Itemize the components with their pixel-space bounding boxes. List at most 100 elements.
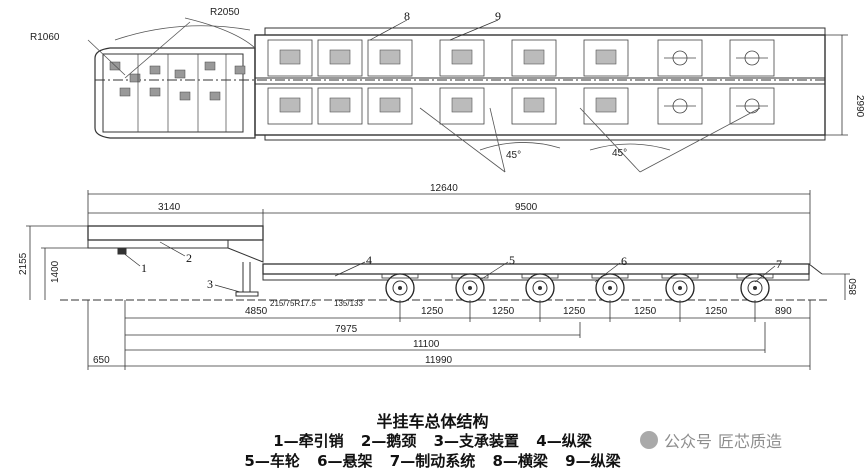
gooseneck-panels <box>109 54 246 132</box>
callout-7: 7 <box>776 257 782 271</box>
figure-title: 半挂车总体结构 <box>376 412 489 431</box>
leader-lines <box>121 19 776 293</box>
gooseneck-panel <box>119 87 131 97</box>
gooseneck-panel <box>209 91 221 101</box>
top-view <box>94 27 826 141</box>
side-dimensions <box>26 190 850 370</box>
wheel-center <box>753 286 757 290</box>
wheel-center <box>678 286 682 290</box>
gooseneck-panel <box>149 87 161 97</box>
legend-item: 4—纵梁 <box>536 432 592 450</box>
height-total-label: 2155 <box>18 252 29 275</box>
callout-2: 2 <box>186 251 192 265</box>
legend-item: 7—制动系统 <box>389 452 476 470</box>
angle-label-2: 45° <box>612 148 627 159</box>
callout-1: 1 <box>141 261 147 275</box>
legend-item: 1—牵引销 <box>273 432 344 450</box>
panel-hatch <box>379 49 401 65</box>
side-view <box>60 225 830 301</box>
width-dimension <box>825 34 848 136</box>
deck-panel <box>657 87 703 125</box>
gooseneck-panel <box>149 65 161 75</box>
gooseneck-panel <box>129 73 141 83</box>
panel-hatch <box>595 97 617 113</box>
legend-item: 2—鹅颈 <box>360 432 417 450</box>
dim-11100-label: 11100 <box>413 339 440 350</box>
deck-panel <box>511 39 557 77</box>
gooseneck-panel <box>174 69 186 79</box>
dim-11990-label: 11990 <box>425 355 453 366</box>
deck-panel <box>267 87 313 125</box>
dim-1250-label-3: 1250 <box>563 306 586 317</box>
gooseneck-panel <box>234 65 246 75</box>
wheel-center <box>398 286 402 290</box>
legend-item: 3—支承装置 <box>433 432 520 450</box>
radius-label-1: R1060 <box>30 32 60 43</box>
watermark-prefix: 公众号 <box>664 432 713 451</box>
legend-item: 5—车轮 <box>244 452 300 470</box>
dim-7975-label: 7975 <box>335 324 358 335</box>
wheel-hub <box>672 280 688 296</box>
wheel-center <box>608 286 612 290</box>
dim-890-label: 890 <box>775 306 792 317</box>
panel-hatch <box>329 49 351 65</box>
callout-5: 5 <box>509 253 515 267</box>
watermark-name: 匠芯质造 <box>718 432 783 451</box>
wheel-center <box>538 286 542 290</box>
panel-hatch <box>451 97 473 113</box>
legend-item: 6—悬架 <box>317 452 373 470</box>
panel-hatch <box>329 97 351 113</box>
tire-load-label: 135/133 <box>334 299 363 308</box>
radius-label-2: R2050 <box>210 7 240 18</box>
deck-panel <box>729 87 775 125</box>
suspension-bracket <box>661 273 699 279</box>
deck-panel <box>367 87 413 125</box>
panel-hatch <box>523 49 545 65</box>
dim-1250-label-2: 1250 <box>492 306 515 317</box>
deck-panel <box>267 39 313 77</box>
suspension-bracket <box>736 273 774 279</box>
rear-height-label: 850 <box>848 278 859 295</box>
dim-1250-label-5: 1250 <box>705 306 728 317</box>
wheel-hub <box>747 280 763 296</box>
dim-650-label: 650 <box>93 355 110 366</box>
wheel-center <box>468 286 472 290</box>
technical-drawing: R1060 R2050 2990 45° 45° 12640 3140 9500… <box>18 7 865 370</box>
dim-1250-label-4: 1250 <box>634 306 657 317</box>
king-height-label: 1400 <box>50 260 61 283</box>
bottom-dimension-ticks <box>399 300 766 353</box>
callout-4: 4 <box>366 253 372 267</box>
deck-panel <box>317 87 363 125</box>
deck-panel <box>317 39 363 77</box>
deck-panel <box>657 39 703 77</box>
turning-arcs <box>87 17 761 173</box>
gooseneck-panel <box>204 61 216 71</box>
wechat-logo-icon <box>640 431 658 449</box>
callout-8: 8 <box>404 9 410 23</box>
wheel-hub <box>532 280 548 296</box>
legend-row-1: 1—牵引销 2—鹅颈 3—支承装置 4—纵梁 <box>0 430 865 451</box>
top-deck-panels <box>267 39 775 125</box>
wheel-hub <box>602 280 618 296</box>
deck-panel <box>367 39 413 77</box>
angle-label-1: 45° <box>506 150 521 161</box>
gooseneck-panel <box>179 91 191 101</box>
legend-item: 8—横梁 <box>492 452 548 470</box>
callout-6: 6 <box>621 254 627 268</box>
callout-9: 9 <box>495 9 501 23</box>
dim-1250-label-1: 1250 <box>421 306 444 317</box>
deck-panel <box>511 87 557 125</box>
panel-hatch <box>279 97 301 113</box>
deck-panel <box>439 87 485 125</box>
front-length-label: 3140 <box>158 202 181 213</box>
panel-hatch <box>595 49 617 65</box>
suspension-bracket <box>591 273 629 279</box>
suspension-bracket <box>381 273 419 279</box>
dim-4850-label: 4850 <box>245 306 268 317</box>
panel-hatch <box>279 49 301 65</box>
callout-3: 3 <box>207 277 213 291</box>
wheel-hub <box>392 280 408 296</box>
panel-hatch <box>379 97 401 113</box>
panel-hatch <box>523 97 545 113</box>
watermark: 公众号 匠芯质造 <box>640 428 782 452</box>
